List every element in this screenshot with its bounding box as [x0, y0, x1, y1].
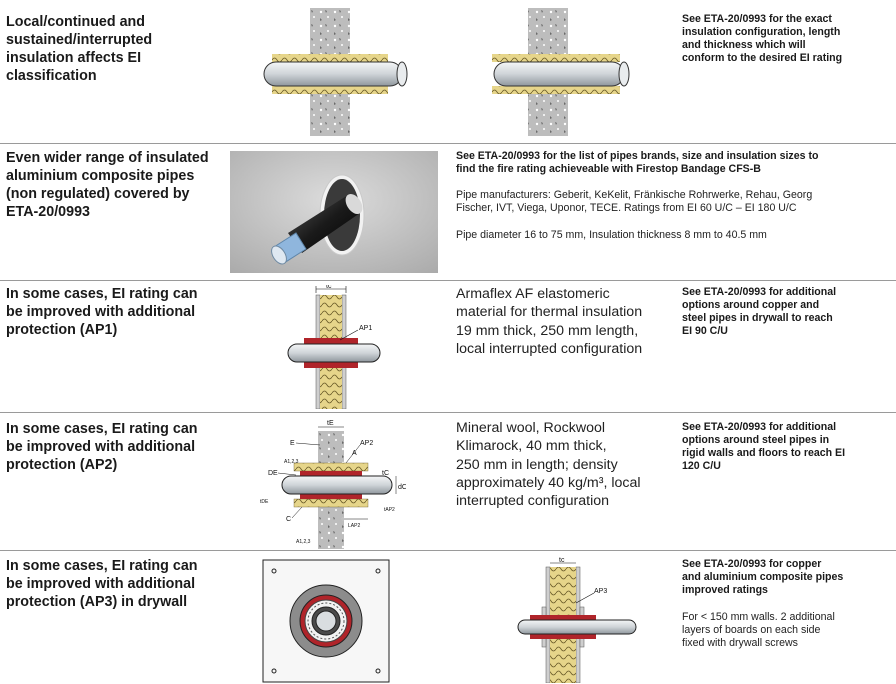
eta-note: See ETA-20/0993 for additional options a…	[682, 286, 837, 337]
composite-pipe-photo	[230, 151, 438, 273]
e-label: E	[290, 440, 295, 447]
ap1-label: AP1	[359, 325, 372, 332]
a-label: A	[352, 450, 357, 457]
row-heading: In some cases, EI rating can be improved…	[6, 558, 198, 610]
eta-note: See ETA-20/0993 for copper and aluminium…	[682, 558, 844, 596]
tc-label: tc	[559, 557, 565, 564]
row-ap1: In some cases, EI rating can be improved…	[0, 281, 896, 412]
row-heading: Even wider range of insulated aluminium …	[6, 150, 209, 220]
ap2-label: AP2	[360, 440, 373, 447]
row-divider	[0, 412, 896, 413]
te-label: tE	[327, 420, 334, 427]
c-label: C	[286, 516, 291, 523]
de-label: DE	[268, 470, 278, 477]
row-heading: Local/continued and sustained/interrupte…	[6, 14, 153, 84]
pipe-manufacturers: Pipe manufacturers: Geberit, KeKelit, Fr…	[456, 189, 813, 214]
pipe-diameter: Pipe diameter 16 to 75 mm, Insulation th…	[456, 229, 767, 241]
drywall-boards-note: For < 150 mm walls. 2 additional layers …	[682, 611, 835, 649]
row-composite-pipes: Even wider range of insulated aluminium …	[0, 144, 896, 280]
ap3-plate-front-view	[262, 559, 390, 683]
ap1-drywall-diagram: tc AP1	[287, 285, 381, 409]
ap2-rigid-wall-diagram: tE E AP2 A A1,2,3 DE tC dC tDE C LAP2 tA…	[260, 420, 406, 549]
a123-label: A1,2,3	[284, 459, 299, 465]
row-heading: In some cases, EI rating can be improved…	[6, 286, 198, 338]
lap2-label: LAP2	[348, 523, 360, 529]
ap1-description: Armaflex AF elastomeric material for the…	[456, 286, 643, 357]
row-ap2: In some cases, EI rating can be improved…	[0, 413, 896, 550]
eta-note: See ETA-20/0993 for the list of pipes br…	[456, 150, 819, 175]
dc-label: dC	[398, 484, 406, 491]
ap3-label: AP3	[594, 588, 607, 595]
ap3-drywall-section-diagram: tc AP3	[517, 557, 637, 683]
eta-note: See ETA-20/0993 for additional options a…	[682, 421, 846, 472]
row-insulation-classification: Local/continued and sustained/interrupte…	[0, 0, 896, 143]
tc-label: tc	[326, 285, 332, 290]
row-divider	[0, 280, 896, 281]
tc-label: tC	[382, 470, 389, 477]
eta-note: See ETA-20/0993 for the exact insulation…	[682, 13, 843, 64]
row-heading: In some cases, EI rating can be improved…	[6, 421, 198, 473]
wall-pipe-local-insulation-diagram	[263, 8, 408, 136]
tde-label: tDE	[260, 499, 269, 505]
a123-bottom-label: A1,2,3	[296, 539, 311, 545]
tap2-label: tAP2	[384, 507, 395, 513]
row-ap3: In some cases, EI rating can be improved…	[0, 551, 896, 684]
row-divider	[0, 550, 896, 551]
row-divider	[0, 143, 896, 144]
ap2-description: Mineral wool, Rockwool Klimarock, 40 mm …	[456, 420, 641, 510]
wall-pipe-continued-insulation-diagram	[492, 8, 630, 136]
